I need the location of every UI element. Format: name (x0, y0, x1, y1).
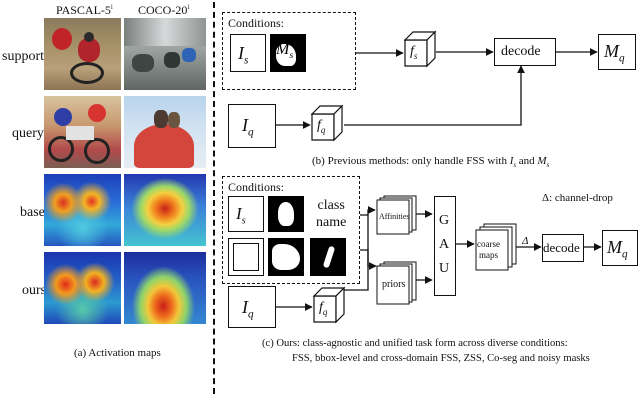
gau-letter-a: A (439, 237, 450, 252)
noisy-mask-condition (268, 238, 304, 276)
conditions-title-c: Conditions: (228, 180, 285, 194)
support-mask-box-c (268, 196, 304, 232)
panel-separator (213, 2, 215, 394)
support-mask-box (270, 34, 306, 72)
query-image-label-c: Iq (242, 297, 254, 321)
query-image-pascal (44, 96, 121, 168)
support-image-coco (124, 18, 206, 90)
support-mask-label: Ms (276, 41, 294, 62)
panel-c-caption-line2: FSS, bbox-level and cross-domain FSS, ZS… (292, 353, 590, 364)
row-label-support: support (2, 49, 44, 64)
ours-activation-pascal (44, 252, 121, 324)
support-image-label-c: Is (236, 204, 246, 227)
gau-letter-g: G (439, 213, 450, 228)
affinities-stack (376, 195, 417, 235)
panel-c-caption-line1: (c) Ours: class-agnostic and unified tas… (262, 338, 568, 349)
feature-cube-fs (403, 30, 437, 68)
query-image-coco (124, 96, 206, 168)
ours-activation-coco (124, 252, 206, 324)
panel-c-arrows (276, 206, 602, 311)
row-label-ours: ours (22, 283, 47, 298)
base-activation-coco (124, 174, 206, 246)
gau-letter-u: U (439, 261, 450, 276)
support-image-box-c (228, 196, 264, 232)
feature-fq-label-c: fq (319, 300, 328, 317)
col-header-coco: COCO-20i (138, 3, 190, 17)
panel-b-caption: (b) Previous methods: only handle FSS wi… (312, 155, 550, 170)
conditions-box-c (222, 176, 360, 284)
feature-fq-label-b: fq (317, 118, 326, 135)
priors-label: priors (382, 279, 406, 290)
affinities-label: Affinities (379, 212, 410, 221)
coarse-mask-condition (310, 238, 346, 276)
coarse-maps-label: coarse maps (477, 239, 500, 261)
decode-label-b: decode (501, 44, 541, 59)
output-label-c: Mq (607, 237, 628, 261)
bbox-condition (228, 238, 264, 276)
class-name-label: class name (316, 198, 347, 230)
feature-fs-label: fs (410, 44, 418, 61)
support-image-label: Is (238, 43, 249, 67)
row-label-query: query (12, 126, 44, 141)
decode-box-b (494, 38, 556, 66)
conditions-title-b: Conditions: (228, 16, 285, 30)
feature-cube-fq-c (312, 286, 346, 324)
panel-b-arrows (276, 48, 598, 129)
priors-stack (376, 261, 417, 305)
row-label-base: base (20, 205, 45, 220)
feature-cube-fq-b (310, 104, 344, 142)
support-image-box (230, 34, 266, 72)
coarse-maps-stack (475, 223, 517, 271)
decode-box-c (542, 234, 584, 262)
conditions-box-b (222, 12, 356, 90)
gau-block (434, 196, 456, 296)
output-box-c (602, 230, 638, 266)
query-image-box-b (228, 104, 276, 148)
panel-a-caption: (a) Activation maps (74, 347, 161, 359)
query-image-box-c (228, 286, 276, 328)
support-image-pascal (44, 18, 121, 90)
col-header-pascal: PASCAL-5i (56, 3, 113, 17)
base-activation-pascal (44, 174, 121, 246)
delta-symbol: Δ (522, 235, 529, 247)
delta-legend: Δ: channel-drop (542, 192, 613, 204)
output-label-b: Mq (604, 41, 625, 65)
output-box-b (598, 34, 636, 70)
query-image-label-b: Iq (242, 115, 254, 139)
decode-label-c: decode (543, 240, 580, 255)
